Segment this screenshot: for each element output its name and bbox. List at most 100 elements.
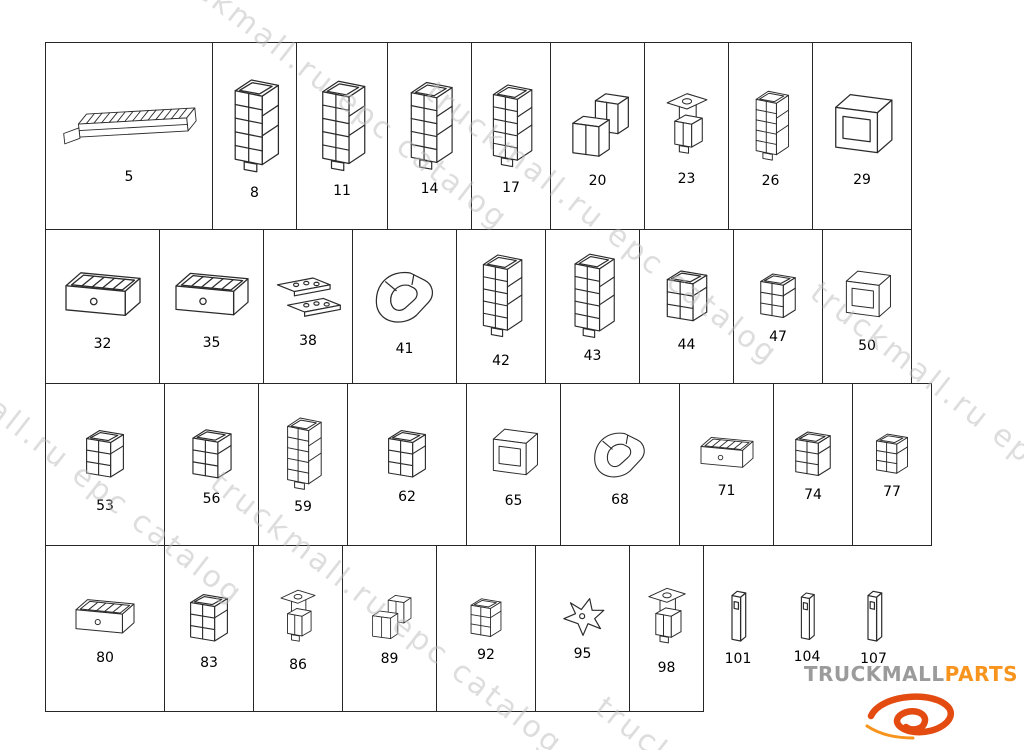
- connector-drawing-104: [794, 589, 820, 645]
- part-number[interactable]: 38: [299, 333, 317, 349]
- part-number[interactable]: 53: [96, 498, 114, 514]
- part-cell-35[interactable]: 35: [159, 229, 264, 384]
- part-number[interactable]: 43: [583, 348, 602, 364]
- part-number[interactable]: 92: [477, 647, 495, 663]
- truckmall-logo: TRUCKMALLPARTS: [804, 662, 1018, 744]
- part-cell-44[interactable]: 44: [639, 229, 734, 384]
- connector-drawing-74: [783, 423, 843, 483]
- part-number[interactable]: 83: [200, 655, 218, 671]
- part-number[interactable]: 8: [250, 184, 259, 201]
- part-number[interactable]: 50: [858, 338, 876, 354]
- part-cell-80[interactable]: 80: [45, 545, 165, 712]
- part-number[interactable]: 32: [93, 336, 112, 352]
- part-number[interactable]: 65: [504, 493, 523, 509]
- connector-drawing-50: [835, 256, 899, 334]
- part-cell-77[interactable]: 77: [852, 383, 932, 546]
- part-number[interactable]: 42: [492, 353, 510, 369]
- part-cell-71[interactable]: 71: [679, 383, 774, 546]
- part-number[interactable]: 74: [804, 487, 822, 503]
- part-number[interactable]: 29: [853, 171, 871, 188]
- part-number[interactable]: 101: [724, 651, 752, 667]
- part-cell-92[interactable]: 92: [436, 545, 536, 712]
- connector-drawing-26: [744, 81, 798, 169]
- part-cell-26[interactable]: 26: [728, 42, 813, 230]
- part-number[interactable]: 71: [717, 483, 736, 499]
- connector-drawing-5: [54, 85, 204, 165]
- part-cell-89[interactable]: 89: [342, 545, 437, 712]
- connector-drawing-101: [720, 587, 756, 647]
- part-cell-29[interactable]: 29: [812, 42, 912, 230]
- connector-drawing-59: [273, 411, 333, 495]
- part-cell-17[interactable]: 17: [471, 42, 551, 230]
- part-number[interactable]: 68: [611, 492, 629, 508]
- connector-drawing-17: [479, 74, 543, 176]
- part-cell-86[interactable]: 86: [253, 545, 343, 712]
- part-number[interactable]: 5: [124, 168, 134, 185]
- part-cell-50[interactable]: 50: [822, 229, 912, 384]
- part-cell-95[interactable]: 95: [535, 545, 630, 712]
- logo-swirl-icon: [865, 693, 954, 740]
- connector-drawing-11: [307, 71, 377, 179]
- part-cell-98[interactable]: 98: [629, 545, 704, 712]
- part-number[interactable]: 104: [793, 649, 821, 665]
- part-number[interactable]: 77: [883, 484, 901, 500]
- part-number[interactable]: 23: [677, 170, 696, 187]
- part-cell-59[interactable]: 59: [258, 383, 348, 546]
- part-cell-11[interactable]: 11: [296, 42, 388, 230]
- part-cell-41[interactable]: 41: [352, 229, 457, 384]
- part-cell-107[interactable]: 107: [841, 545, 906, 712]
- part-cell-83[interactable]: 83: [164, 545, 254, 712]
- part-cell-53[interactable]: 53: [45, 383, 165, 546]
- part-number[interactable]: 26: [761, 172, 780, 189]
- logo-suffix: PARTS: [944, 662, 1018, 686]
- part-cell-23[interactable]: 23: [644, 42, 729, 230]
- part-cell-65[interactable]: 65: [466, 383, 561, 546]
- part-cell-20[interactable]: 20: [550, 42, 645, 230]
- logo-text: TRUCKMALLPARTS: [804, 662, 1018, 686]
- connector-drawing-56: [183, 419, 241, 487]
- part-number[interactable]: 14: [420, 180, 439, 197]
- part-cell-101[interactable]: 101: [703, 545, 773, 712]
- logo-brand: TRUCKMALL: [803, 662, 945, 686]
- part-cell-74[interactable]: 74: [773, 383, 853, 546]
- connector-drawing-23: [652, 83, 722, 167]
- part-cell-8[interactable]: 8: [212, 42, 297, 230]
- part-number[interactable]: 20: [588, 172, 607, 189]
- connector-drawing-43: [558, 246, 628, 344]
- part-cell-68[interactable]: 68: [560, 383, 680, 546]
- connector-drawing-95: [553, 592, 613, 642]
- part-cell-42[interactable]: 42: [456, 229, 546, 384]
- part-number[interactable]: 17: [502, 179, 520, 196]
- part-cell-38[interactable]: 38: [263, 229, 353, 384]
- parts-grid: 5 8 11 14 17 20 23 26 29 32 35 38 41 42 43 44 47 50 53 56 59…: [45, 42, 932, 712]
- part-number[interactable]: 11: [333, 182, 351, 199]
- part-number[interactable]: 59: [294, 499, 312, 515]
- part-number[interactable]: 44: [677, 337, 696, 353]
- part-number[interactable]: 56: [202, 491, 221, 507]
- part-number[interactable]: 35: [202, 335, 221, 351]
- part-cell-104[interactable]: 104: [772, 545, 842, 712]
- part-cell-14[interactable]: 14: [387, 42, 472, 230]
- connector-drawing-41: [361, 253, 449, 337]
- connector-drawing-71: [688, 427, 766, 479]
- part-cell-62[interactable]: 62: [347, 383, 467, 546]
- connector-drawing-32: [55, 258, 151, 332]
- part-number[interactable]: 47: [769, 329, 787, 345]
- part-number[interactable]: 89: [380, 651, 399, 667]
- part-number[interactable]: 98: [657, 660, 676, 676]
- connector-drawing-80: [63, 588, 147, 646]
- part-number[interactable]: 86: [289, 657, 307, 673]
- part-cell-56[interactable]: 56: [164, 383, 259, 546]
- part-cell-32[interactable]: 32: [45, 229, 160, 384]
- part-cell-43[interactable]: 43: [545, 229, 640, 384]
- connector-drawing-44: [657, 257, 717, 333]
- part-cell-47[interactable]: 47: [733, 229, 823, 384]
- part-cell-5[interactable]: 5: [45, 42, 213, 230]
- part-number[interactable]: 95: [573, 646, 592, 662]
- part-number[interactable]: 80: [96, 650, 114, 666]
- part-number[interactable]: 62: [398, 489, 416, 505]
- connector-drawing-77: [865, 426, 919, 480]
- part-number[interactable]: 41: [395, 341, 414, 357]
- part-number[interactable]: 107: [860, 651, 887, 667]
